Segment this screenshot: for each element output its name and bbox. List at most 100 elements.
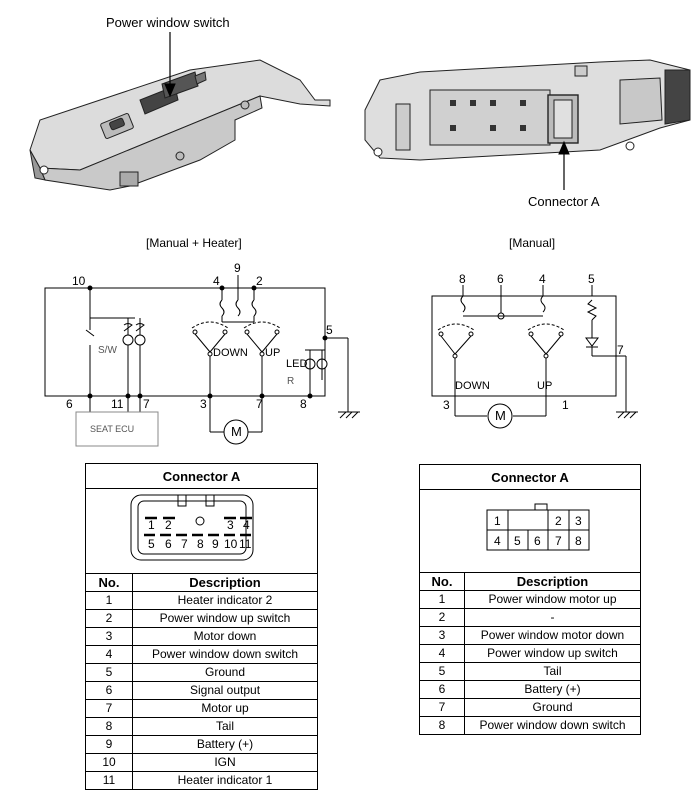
row-no: 1 bbox=[419, 590, 465, 609]
pin-2: 2 bbox=[165, 518, 172, 532]
pin-label-r6: 6 bbox=[497, 272, 504, 286]
pin-label-8: 8 bbox=[300, 397, 307, 411]
row-desc: Signal output bbox=[132, 681, 318, 700]
row-no: 8 bbox=[419, 716, 465, 735]
rpin-5: 5 bbox=[514, 534, 521, 548]
rpin-4: 4 bbox=[494, 534, 501, 548]
row-desc: Ground bbox=[464, 698, 641, 717]
row-no: 2 bbox=[419, 608, 465, 627]
row-desc: Power window motor up bbox=[464, 590, 641, 609]
row-no: 9 bbox=[85, 735, 133, 754]
switch-underside-illustration bbox=[364, 59, 691, 161]
row-desc: IGN bbox=[132, 753, 318, 772]
callout-arrow-left bbox=[164, 32, 176, 98]
rpin-1: 1 bbox=[494, 514, 501, 528]
pin-label-r7: 7 bbox=[617, 343, 624, 357]
pin-9: 9 bbox=[212, 537, 219, 551]
pin-4: 4 bbox=[243, 518, 250, 532]
pin-11: 11 bbox=[239, 537, 252, 551]
row-desc: Ground bbox=[132, 663, 318, 682]
up-label-right: UP bbox=[537, 380, 553, 392]
row-no: 4 bbox=[85, 645, 133, 664]
row-desc: Heater indicator 1 bbox=[132, 771, 318, 790]
row-no: 3 bbox=[85, 627, 133, 646]
pin-7: 7 bbox=[181, 537, 188, 551]
rpin-8: 8 bbox=[575, 534, 582, 548]
callout-arrow-right bbox=[558, 140, 570, 190]
down-label-left: DOWN bbox=[213, 347, 248, 359]
row-desc: Power window down switch bbox=[464, 716, 641, 735]
row-no: 5 bbox=[85, 663, 133, 682]
rpin-3: 3 bbox=[575, 514, 582, 528]
pin-label-3: 3 bbox=[200, 397, 207, 411]
sw-label: S/W bbox=[98, 345, 117, 356]
row-desc: - bbox=[464, 608, 641, 627]
row-no: 7 bbox=[85, 699, 133, 718]
row-no: 7 bbox=[419, 698, 465, 717]
pin-10: 10 bbox=[224, 537, 238, 551]
row-no: 6 bbox=[85, 681, 133, 700]
row-no: 8 bbox=[85, 717, 133, 736]
pin-label-7a: 7 bbox=[143, 397, 150, 411]
schematic-manual-heater bbox=[44, 275, 360, 447]
pin-label-5: 5 bbox=[326, 323, 333, 337]
col-no: No. bbox=[419, 572, 465, 591]
row-desc: Heater indicator 2 bbox=[132, 591, 318, 610]
rpin-7: 7 bbox=[555, 534, 562, 548]
manual-title: [Manual] bbox=[509, 236, 556, 250]
row-desc: Tail bbox=[132, 717, 318, 736]
down-label-right: DOWN bbox=[455, 380, 490, 392]
pin-1: 1 bbox=[148, 518, 155, 532]
pin-3: 3 bbox=[227, 518, 234, 532]
pin-label-r3: 3 bbox=[443, 398, 450, 412]
row-no: 5 bbox=[419, 662, 465, 681]
row-no: 4 bbox=[419, 644, 465, 663]
pin-label-r8: 8 bbox=[459, 272, 466, 286]
up-label-left: UP bbox=[265, 347, 281, 359]
power-window-switch-label: Power window switch bbox=[106, 15, 230, 30]
row-no: 1 bbox=[85, 591, 133, 610]
col-description: Description bbox=[464, 572, 641, 591]
row-desc: Motor up bbox=[132, 699, 318, 718]
rpin-2: 2 bbox=[555, 514, 562, 528]
pin-label-6: 6 bbox=[66, 397, 73, 411]
pin-label-r5: 5 bbox=[588, 272, 595, 286]
power-window-switch-illustration bbox=[29, 59, 331, 191]
row-desc: Tail bbox=[464, 662, 641, 681]
manual-heater-title: [Manual + Heater] bbox=[146, 236, 242, 250]
pin-8: 8 bbox=[197, 537, 204, 551]
seat-ecu-label: SEAT ECU bbox=[90, 424, 135, 434]
row-desc: Motor down bbox=[132, 627, 318, 646]
pin-label-7b: 7 bbox=[256, 397, 263, 411]
row-no: 10 bbox=[85, 753, 133, 772]
row-desc: Battery (+) bbox=[132, 735, 318, 754]
pin-label-11: 11 bbox=[111, 397, 124, 411]
schematic-manual bbox=[431, 285, 638, 429]
row-no: 3 bbox=[419, 626, 465, 645]
connector-image-cell bbox=[419, 489, 641, 573]
row-desc: Battery (+) bbox=[464, 680, 641, 699]
row-no: 2 bbox=[85, 609, 133, 628]
table-row: 2- bbox=[419, 608, 641, 627]
pin-label-10: 10 bbox=[72, 274, 86, 288]
motor-right-label: M bbox=[495, 408, 506, 423]
row-desc: Power window down switch bbox=[132, 645, 318, 664]
